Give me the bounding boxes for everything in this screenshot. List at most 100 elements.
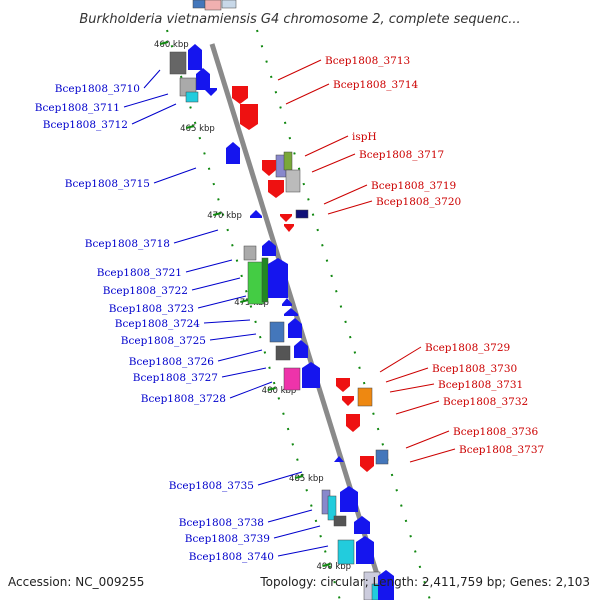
gene-label[interactable]: ispH [352, 131, 377, 143]
tick-label: 485 kbp [289, 474, 324, 484]
gene-block [204, 0, 222, 11]
left-gene-labels: Bcep1808_3710 Bcep1808_3711 Bcep1808_371… [35, 83, 274, 563]
leader-line [191, 277, 241, 291]
tick-mark [212, 212, 222, 216]
gene-arrow [282, 298, 292, 306]
gene-label[interactable]: Bcep1808_3727 [133, 372, 218, 384]
leader-line [405, 430, 450, 449]
gene-arrow [340, 486, 358, 512]
gene-label[interactable]: Bcep1808_3726 [129, 356, 215, 368]
gene-block [283, 367, 301, 391]
tick-mark [267, 387, 276, 391]
gene-block [333, 515, 347, 527]
gene-arrow [268, 180, 284, 198]
gene-arrow [188, 44, 202, 70]
leader-line [379, 346, 422, 373]
dotted-guide-lines [166, 29, 431, 600]
tick-label: 480 kbp [262, 386, 297, 396]
gene-arrow [240, 104, 258, 130]
dotted-guide-line [166, 29, 341, 600]
gene-arrow [284, 308, 298, 316]
leader-line [131, 103, 177, 125]
gene-arrow [268, 258, 288, 298]
gene-arrow [250, 210, 262, 218]
gene-arrow [205, 88, 217, 96]
gene-label[interactable]: Bcep1808_3739 [185, 533, 270, 545]
gene-arrow [196, 68, 210, 90]
gene-label[interactable]: Bcep1808_3723 [109, 303, 194, 315]
tick-label: 460 kbp [154, 40, 189, 50]
leader-line [277, 545, 329, 557]
gene-label[interactable]: Bcep1808_3710 [55, 83, 140, 95]
gene-arrow [334, 456, 344, 462]
gene-label[interactable]: Bcep1808_3721 [97, 267, 182, 279]
gene-arrow [288, 318, 302, 338]
gene-block [283, 151, 293, 171]
gene-block [247, 261, 265, 305]
gene-label[interactable]: Bcep1808_3722 [103, 285, 188, 297]
leader-line [395, 400, 440, 415]
leader-line [143, 69, 161, 89]
gene-label[interactable]: Bcep1808_3719 [371, 180, 456, 192]
gene-block [295, 209, 309, 219]
tick-mark [159, 41, 169, 45]
label-leader-lines [123, 59, 456, 557]
gene-arrow [356, 536, 374, 564]
gene-arrow [336, 378, 350, 392]
gene-label[interactable]: Bcep1808_3729 [425, 342, 510, 354]
leader-line [209, 333, 257, 341]
leader-line [229, 381, 273, 399]
leader-line [267, 509, 313, 523]
gene-arrow [232, 86, 248, 104]
gene-label[interactable]: Bcep1808_3718 [85, 238, 170, 250]
gene-label[interactable]: Bcep1808_3725 [121, 335, 206, 347]
gene-arrow [302, 362, 320, 388]
leader-line [153, 167, 197, 184]
gene-arrow [378, 570, 394, 600]
gene-arrow [226, 142, 240, 164]
gene-label[interactable]: Bcep1808_3715 [65, 178, 150, 190]
gene-block [243, 245, 257, 261]
gene-label[interactable]: Bcep1808_3711 [35, 102, 120, 114]
gene-block [285, 169, 301, 193]
gene-label[interactable]: Bcep1808_3738 [179, 517, 264, 529]
leader-line [304, 135, 349, 157]
leader-line [327, 200, 373, 215]
gene-label[interactable]: Bcep1808_3717 [359, 149, 444, 161]
right-gene-labels: Bcep1808_3713 Bcep1808_3714 ispH Bcep180… [325, 55, 544, 456]
gene-label[interactable]: Bcep1808_3728 [141, 393, 226, 405]
leader-line [285, 83, 330, 105]
gene-label[interactable]: Bcep1808_3735 [169, 480, 254, 492]
gene-arrow [280, 214, 292, 222]
gene-label[interactable]: Bcep1808_3724 [115, 318, 201, 330]
gene-label[interactable]: Bcep1808_3730 [432, 363, 517, 375]
gene-block [327, 495, 337, 521]
gene-block [261, 257, 269, 303]
leader-line [185, 259, 233, 273]
accession-text: Accession: NC_009255 [8, 575, 144, 589]
gene-label[interactable]: Bcep1808_3740 [189, 551, 274, 563]
leader-line [277, 59, 322, 81]
gene-block [375, 449, 389, 465]
leader-line [173, 229, 219, 244]
gene-label[interactable]: Bcep1808_3720 [376, 196, 461, 208]
gene-label[interactable]: Bcep1808_3732 [443, 396, 528, 408]
gene-block [275, 345, 291, 361]
gene-arrow [342, 396, 354, 406]
leader-line [273, 525, 321, 539]
gene-label[interactable]: Bcep1808_3736 [453, 426, 539, 438]
gene-label[interactable]: Bcep1808_3713 [325, 55, 410, 67]
gene-label[interactable]: Bcep1808_3712 [43, 119, 128, 131]
gene-label[interactable]: Bcep1808_3737 [459, 444, 544, 456]
gene-arrow [294, 340, 308, 358]
gene-label[interactable]: Bcep1808_3731 [438, 379, 523, 391]
gene-label[interactable]: Bcep1808_3714 [333, 79, 419, 91]
dotted-guide-line [256, 29, 431, 600]
gene-arrow [360, 456, 374, 472]
gene-arrow [262, 240, 276, 256]
tick-mark [185, 125, 195, 129]
tick-mark [294, 475, 304, 479]
leader-line [123, 93, 169, 108]
